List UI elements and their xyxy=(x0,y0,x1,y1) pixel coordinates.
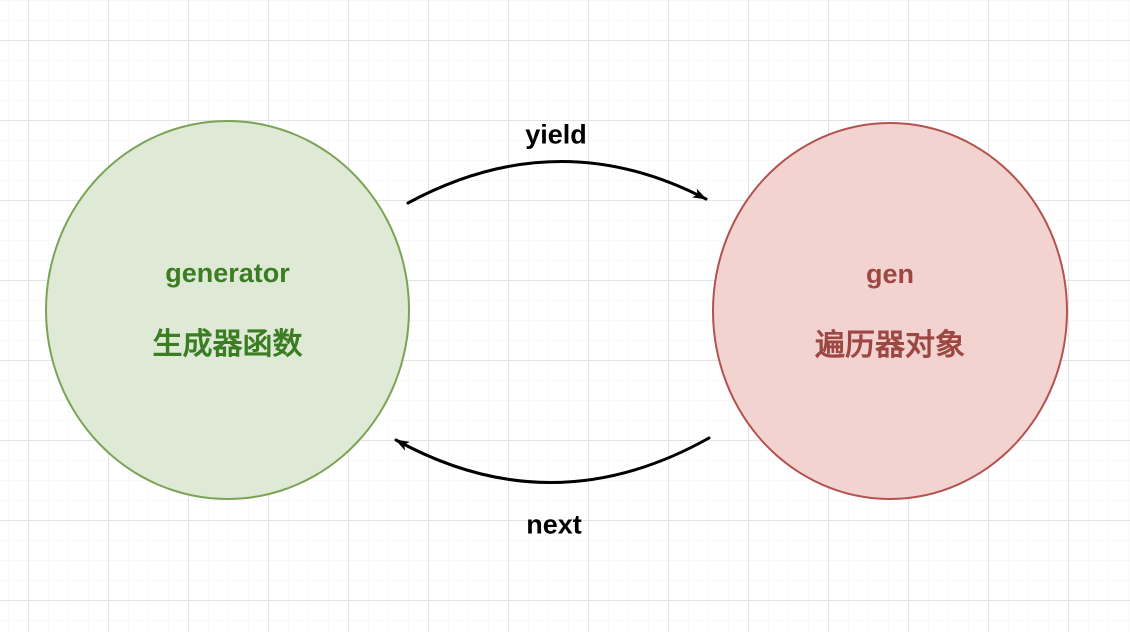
node-iterator-object: gen 遍历器对象 xyxy=(712,122,1068,500)
next-arrow-label: next xyxy=(526,509,582,540)
next-arrow xyxy=(394,436,711,484)
generator-node-title: generator xyxy=(165,257,290,288)
generator-node-subtitle: 生成器函数 xyxy=(152,328,303,362)
yield-arrow xyxy=(406,160,708,205)
node-generator-function: generator 生成器函数 xyxy=(45,120,410,500)
gen-node-title: gen xyxy=(865,258,914,289)
gen-node-subtitle: 遍历器对象 xyxy=(815,329,965,363)
yield-arrow-label: yield xyxy=(525,119,587,150)
